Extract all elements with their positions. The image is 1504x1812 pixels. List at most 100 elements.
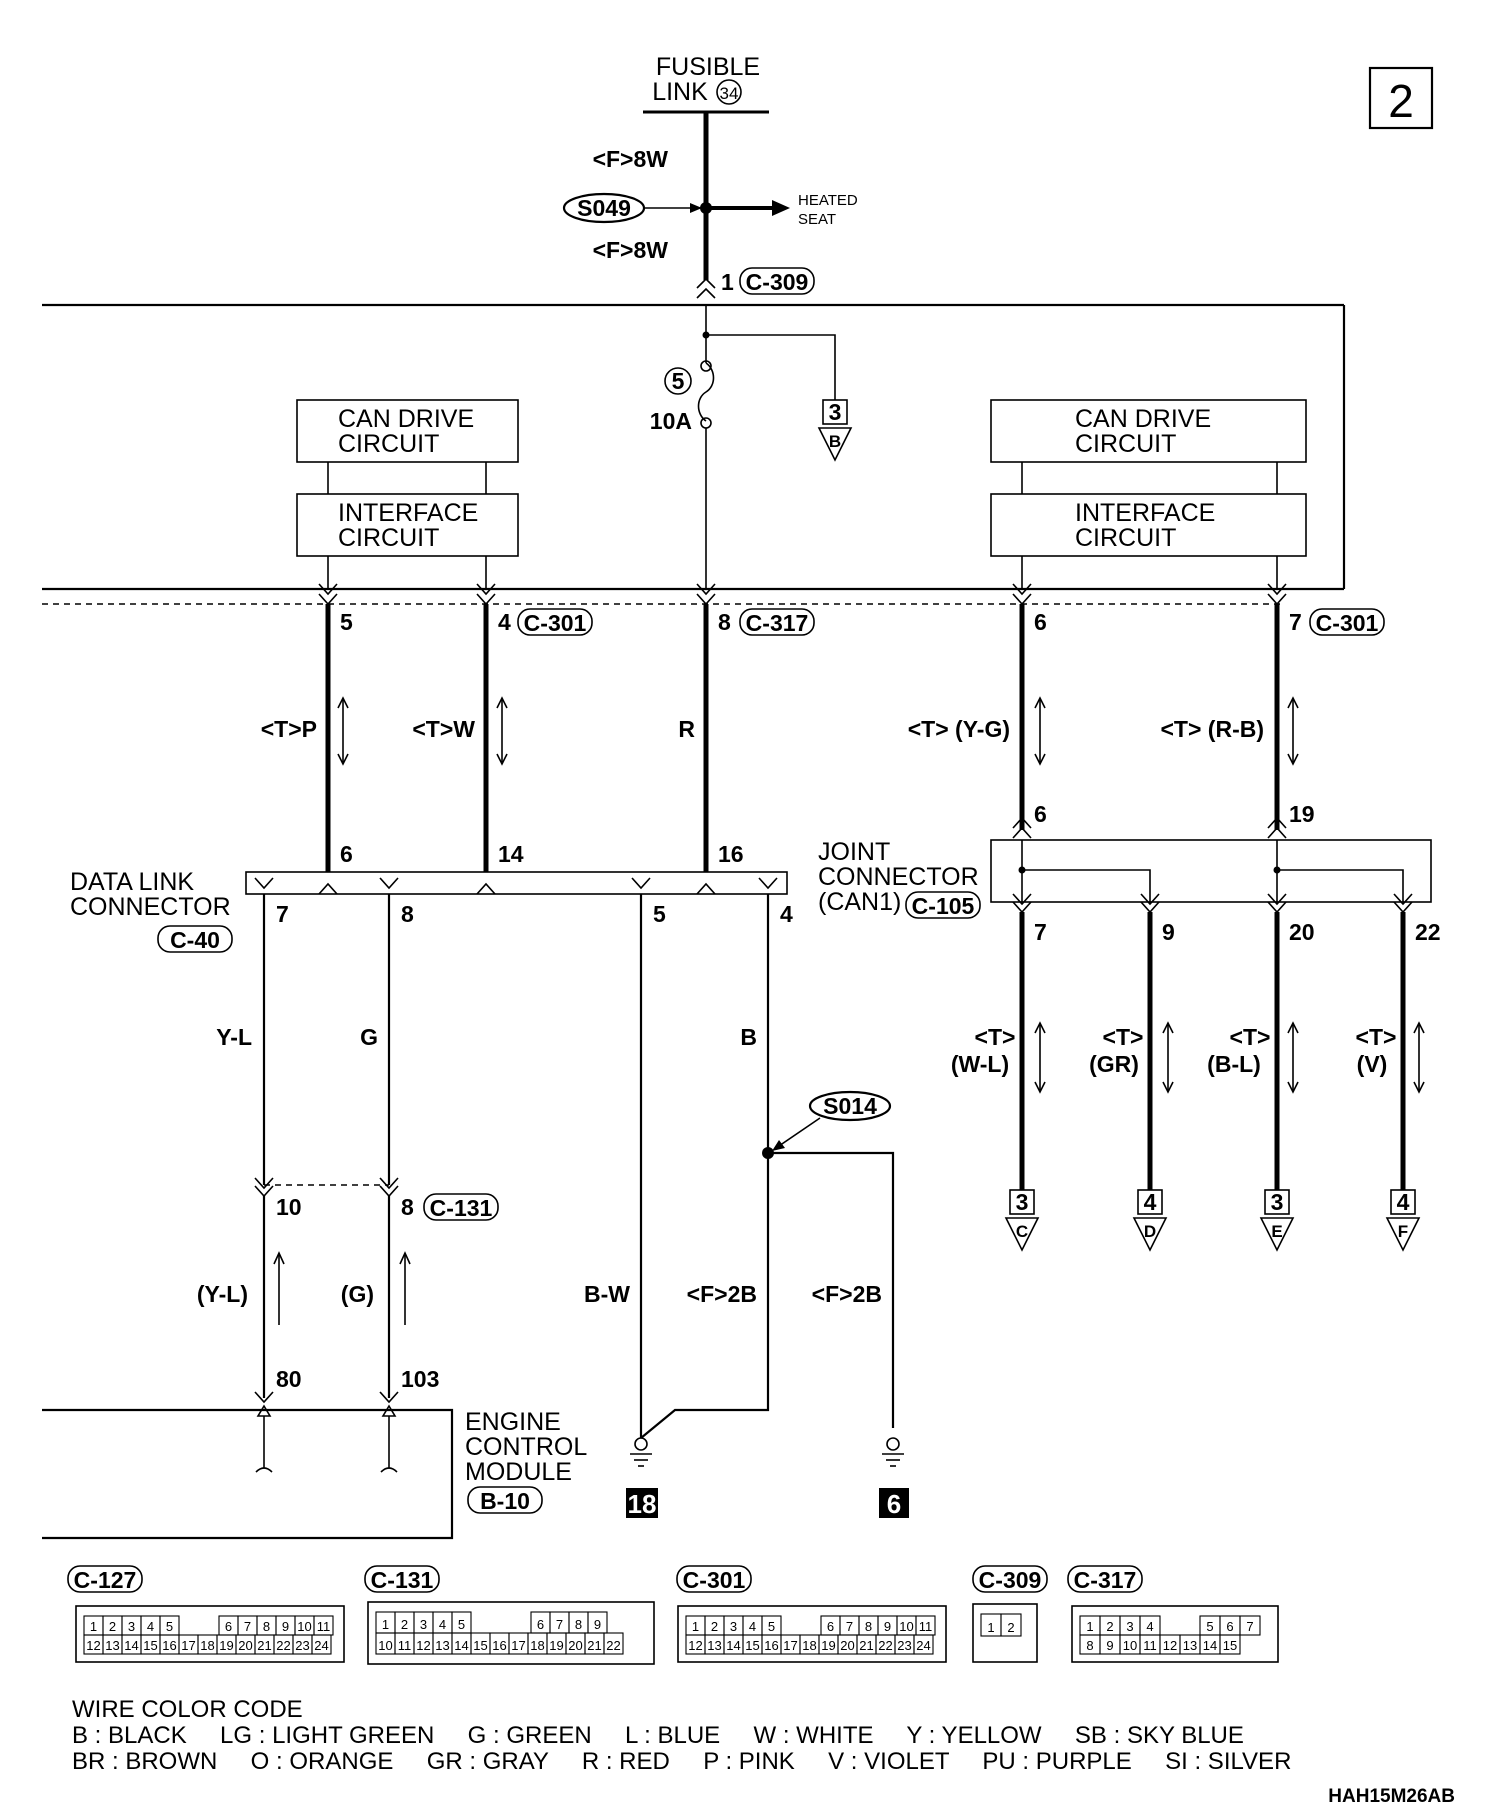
heated-seat-label-1: HEATED <box>798 192 858 209</box>
pin-number: 11 <box>1143 1638 1157 1653</box>
pin-number: 14 <box>1203 1638 1217 1653</box>
c317-label: C-317 <box>746 610 809 636</box>
c309-face-label: C-309 <box>979 1567 1042 1593</box>
svg-text:CAN DRIVE: CAN DRIVE <box>338 405 474 433</box>
svg-text:14: 14 <box>498 841 524 867</box>
pin-number: 18 <box>200 1638 214 1653</box>
splice-s014: S014 <box>762 1090 895 1428</box>
c309-pin-1: 1 C-309 <box>696 267 815 299</box>
pin-number: 23 <box>295 1638 309 1653</box>
svg-text:4: 4 <box>1397 1189 1410 1215</box>
pin-number: 8 <box>575 1617 582 1632</box>
svg-text:INTERFACE: INTERFACE <box>338 499 478 527</box>
pin-number: 4 <box>749 1619 756 1634</box>
pin-number: 19 <box>549 1638 563 1653</box>
svg-text:22: 22 <box>1415 919 1441 945</box>
pin-number: 13 <box>435 1638 449 1653</box>
pin-number: 7 <box>244 1619 251 1634</box>
page-number-box: 2 <box>1368 66 1434 130</box>
pin-number: 18 <box>802 1638 816 1653</box>
svg-text:<F>2B: <F>2B <box>687 1281 757 1307</box>
svg-text:CAN DRIVE: CAN DRIVE <box>1075 405 1211 433</box>
svg-text:CIRCUIT: CIRCUIT <box>338 524 439 552</box>
pin-number: 17 <box>783 1638 797 1653</box>
dlc-label-2: CONNECTOR <box>70 893 231 921</box>
pin-number: 2 <box>401 1617 408 1632</box>
pin-number: 8 <box>263 1619 270 1634</box>
c127-face-label: C-127 <box>74 1567 137 1593</box>
pin-number: 12 <box>416 1638 430 1653</box>
pin-number: 11 <box>317 1619 331 1634</box>
ground-18-label: 18 <box>628 1489 657 1519</box>
interface-circuit-right: INTERFACE CIRCUIT <box>990 493 1307 557</box>
svg-text:<T>: <T> <box>1103 1024 1144 1050</box>
svg-text:103: 103 <box>401 1366 439 1392</box>
pin-number: 15 <box>745 1638 759 1653</box>
pin-number: 12 <box>1163 1638 1177 1653</box>
pin-number: 21 <box>859 1638 873 1653</box>
pin-number: 2 <box>1007 1620 1014 1635</box>
svg-text:C: C <box>1016 1222 1028 1241</box>
pin-number: 19 <box>821 1638 835 1653</box>
wire-color-code: WIRE COLOR CODE B : BLACK LG : LIGHT GRE… <box>72 1696 1291 1775</box>
pin-number: 2 <box>1106 1619 1113 1634</box>
ground-6-label: 6 <box>887 1489 901 1519</box>
svg-text:16: 16 <box>718 841 744 867</box>
engine-control-module: ENGINE CONTROL MODULE B-10 <box>42 1404 587 1540</box>
svg-text:MODULE: MODULE <box>465 1458 572 1486</box>
pin-number: 13 <box>105 1638 119 1653</box>
pin-number: 16 <box>764 1638 778 1653</box>
svg-text:7: 7 <box>1034 919 1047 945</box>
c317-pin-8: 8 <box>718 609 731 635</box>
heated-seat-label-2: SEAT <box>798 211 836 228</box>
pin-number: 5 <box>1206 1619 1213 1634</box>
pin-number: 10 <box>1123 1638 1137 1653</box>
interface-circuit-left: INTERFACE CIRCUIT <box>296 493 519 557</box>
can-drive-circuit-right: CAN DRIVE CIRCUIT <box>990 399 1307 463</box>
fuse-rating: 10A <box>650 408 692 434</box>
pin-number: 20 <box>840 1638 854 1653</box>
c301-label-left: C-301 <box>524 610 587 636</box>
pin-number: 4 <box>147 1619 154 1634</box>
pin-number: 14 <box>726 1638 740 1653</box>
pin-number: 22 <box>878 1638 892 1653</box>
pin-number: 16 <box>162 1638 176 1653</box>
pin-number: 22 <box>606 1638 620 1653</box>
pin-number: 23 <box>897 1638 911 1653</box>
svg-text:4: 4 <box>1144 1189 1157 1215</box>
svg-text:9: 9 <box>1162 919 1175 945</box>
svg-text:19: 19 <box>1289 801 1315 827</box>
s049-ellipse <box>562 192 646 224</box>
c131-face-label: C-131 <box>371 1567 434 1593</box>
s049-label: S049 <box>577 195 631 221</box>
svg-text:(G): (G) <box>341 1281 374 1307</box>
pin-number: 9 <box>884 1619 891 1634</box>
svg-text:1: 1 <box>721 269 734 295</box>
svg-text:CONTROL: CONTROL <box>465 1433 587 1461</box>
pin-number: 7 <box>1246 1619 1253 1634</box>
pin-number: 17 <box>181 1638 195 1653</box>
pin-number: 9 <box>594 1617 601 1632</box>
label-wire-rb: <T> (R-B) <box>1161 716 1265 742</box>
c301-pin-6: 6 <box>1034 609 1047 635</box>
ref-c: 3 C <box>1004 1189 1040 1252</box>
feed-wire-label-top: <F>8W <box>593 146 669 172</box>
svg-text:7: 7 <box>276 901 289 927</box>
fusible-link: FUSIBLE LINK 34 <box>643 53 769 114</box>
connector-face-labels: C-127 C-131 C-301 C-309 C-317 <box>67 1565 1143 1593</box>
pin-number: 15 <box>143 1638 157 1653</box>
pin-number: 12 <box>688 1638 702 1653</box>
svg-text:(CAN1): (CAN1) <box>818 888 901 916</box>
pin-number: 15 <box>473 1638 487 1653</box>
pin-number: 3 <box>730 1619 737 1634</box>
pin-number: 9 <box>1106 1638 1113 1653</box>
svg-text:10: 10 <box>276 1194 302 1220</box>
svg-text:CIRCUIT: CIRCUIT <box>338 430 439 458</box>
pin-number: 5 <box>166 1619 173 1634</box>
wire-color-code-line1: B : BLACK LG : LIGHT GREEN G : GREEN L :… <box>72 1722 1244 1749</box>
pin-number: 21 <box>257 1638 271 1653</box>
svg-text:B-W: B-W <box>584 1281 630 1307</box>
